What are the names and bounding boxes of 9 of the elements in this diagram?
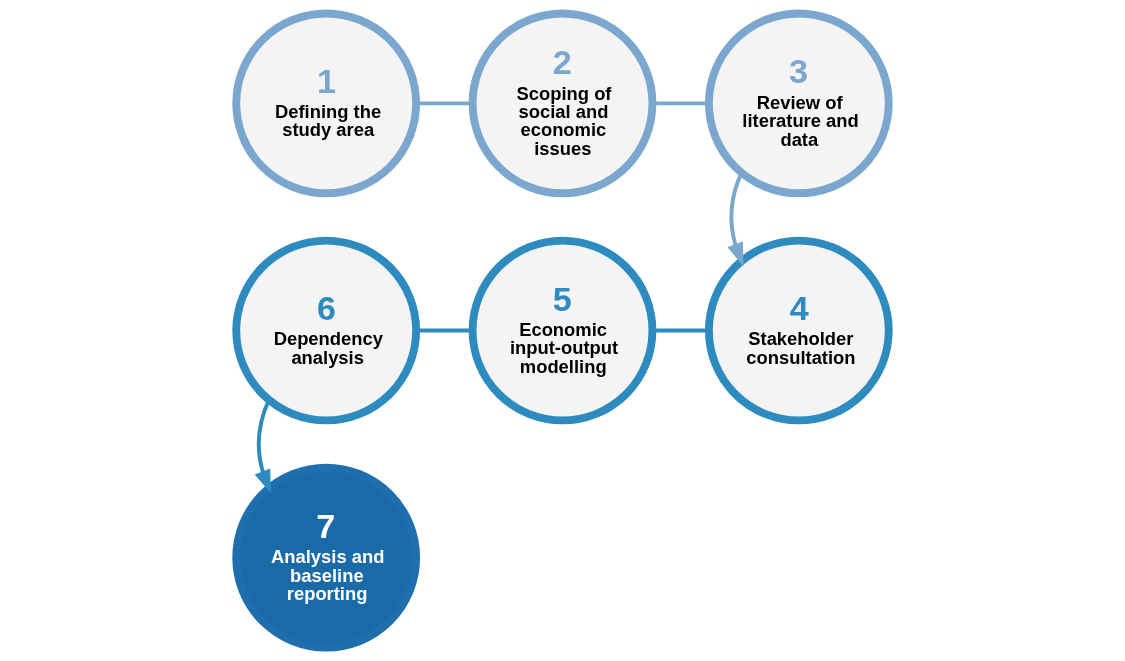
node-circle: 5 Economic input-output modelling (468, 236, 657, 425)
node-circle: 4 Stakeholder consultation (704, 236, 893, 425)
node-circle: 6 Dependency analysis (232, 236, 421, 425)
arrow (727, 172, 744, 267)
arrow (254, 399, 271, 494)
node-circle: 3 Review of literature and data (704, 9, 893, 198)
node-circle: 1 Defining the study area (232, 9, 421, 198)
node-circle: 7 Analysis and baseline reporting (232, 463, 421, 652)
node-circle: 2 Scoping of social and economic issues (468, 9, 657, 198)
